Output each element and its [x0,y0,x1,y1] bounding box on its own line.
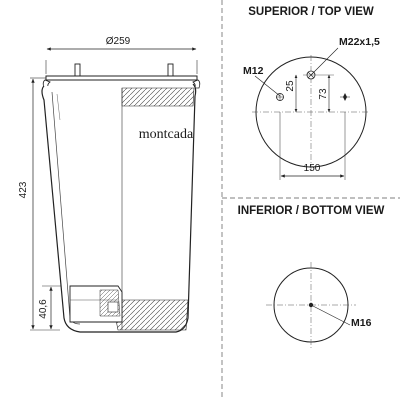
bottom-view: INFERIOR / BOTTOM VIEW M16 [238,205,385,348]
thread-right-label: M22x1,5 [339,36,380,48]
bottom-thread-label: M16 [351,317,372,329]
stud-left-top [276,93,284,101]
thread-left-label: M12 [243,65,264,77]
side-view: Ø259 423 40,6 [18,36,201,333]
top-plate [45,75,198,81]
diameter-label: Ø259 [106,36,131,47]
top-view: SUPERIOR / TOP VIEW 25 73 M12 [243,6,380,180]
offset-right-label: 73 [318,88,329,100]
height-label: 423 [18,181,29,198]
bellows-body [41,83,197,333]
stud-spacing-label: 150 [304,163,321,174]
bottom-view-header: INFERIOR / BOTTOM VIEW [238,205,385,217]
offset-left-label: 25 [285,80,296,92]
bellows-section [121,87,195,107]
diameter-dimension: Ø259 [45,36,198,74]
base-height-label: 40,6 [38,299,49,319]
brand-label: montcada [139,127,194,142]
stud-right-top [340,93,350,101]
base-height-dimension: 40,6 [38,285,62,330]
piston [69,285,123,323]
top-view-header: SUPERIOR / TOP VIEW [248,6,374,18]
height-dimension: 423 [18,77,60,331]
